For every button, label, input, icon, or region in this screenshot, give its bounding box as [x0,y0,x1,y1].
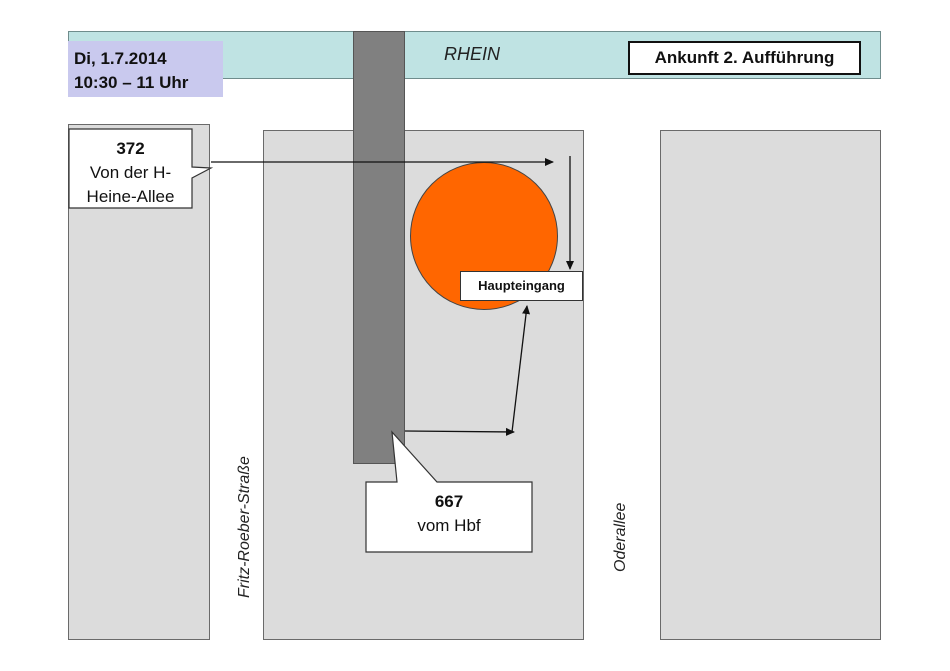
callout-667-shape [365,430,533,553]
tram-track [353,31,405,464]
route-667-arrow-up [511,305,531,433]
route-372-number: 372 [116,139,145,158]
route-667-from: vom Hbf [417,516,481,535]
route-667-arrow-horizontal [404,427,515,436]
city-block-left [68,124,210,640]
river-label: RHEIN [444,44,501,64]
callout-667: 667 vom Hbf [366,490,532,538]
callout-372-shape [68,128,214,209]
date-text: Di, 1.7.2014 [74,49,167,68]
route-372-from: Von der H- [89,163,172,182]
callout-372: 372 Von der H- Heine-Allee [69,137,192,209]
route-372-from-cont: Heine-Allee [86,187,175,206]
city-block-right [660,130,881,640]
route-667-number: 667 [434,492,464,511]
page-title: Ankunft 2. Aufführung [628,41,861,75]
date-box: Di, 1.7.2014 10:30 – 11 Uhr [68,41,223,97]
time-text: 10:30 – 11 Uhr [74,73,189,92]
entrance-label: Haupteingang [460,271,583,301]
